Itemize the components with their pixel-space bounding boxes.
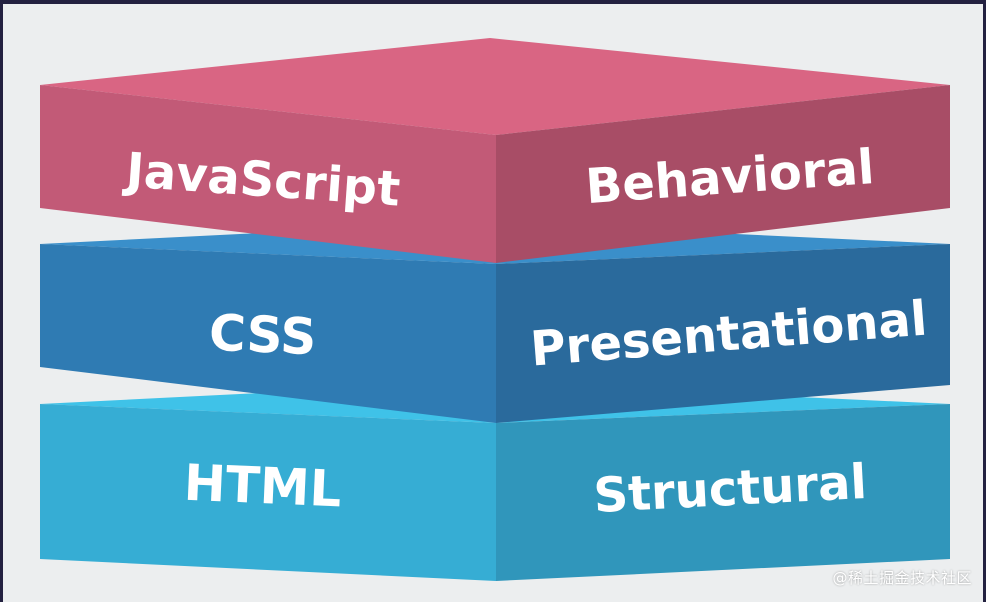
css-layer-left-label: CSS	[208, 304, 318, 367]
css-layer-left-face	[40, 244, 496, 423]
css-layer-right-face	[496, 244, 950, 423]
watermark-label: @稀土掘金技术社区	[832, 569, 972, 587]
css-layer: CSS Presentational	[40, 222, 950, 423]
javascript-layer-left-face	[40, 85, 496, 263]
html-layer-left-label: HTML	[183, 454, 343, 519]
html-layer-right-face	[496, 404, 950, 581]
html-layer: HTML Structural	[40, 382, 950, 581]
javascript-layer: JavaScript Behavioral	[40, 38, 950, 263]
html-layer-left-face	[40, 404, 496, 581]
javascript-layer-right-face	[496, 85, 950, 263]
javascript-layer-top-face	[40, 38, 950, 135]
window-frame-left	[0, 0, 3, 602]
window-frame-right	[983, 0, 986, 602]
window-frame-top	[0, 0, 986, 4]
